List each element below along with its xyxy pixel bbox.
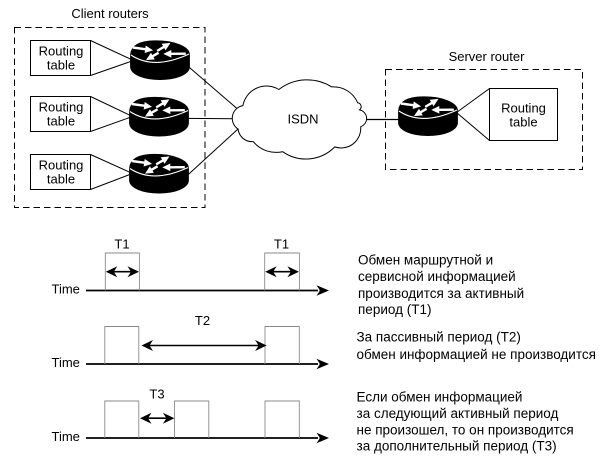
svg-text:ISDN: ISDN: [287, 112, 318, 127]
svg-text:за дополнительный период (Т3): за дополнительный период (Т3): [357, 438, 557, 453]
svg-text:Client routers: Client routers: [71, 6, 149, 21]
svg-text:table: table: [47, 58, 75, 73]
svg-text:не произошел, то он производит: не произошел, то он производится: [357, 422, 574, 437]
svg-text:T1: T1: [114, 236, 129, 251]
svg-text:Обмен маршрутной и: Обмен маршрутной и: [358, 253, 493, 268]
svg-text:период (Т1): период (Т1): [358, 302, 431, 317]
svg-text:производится за активный: производится за активный: [358, 286, 524, 301]
svg-text:Если обмен информацией: Если обмен информацией: [357, 390, 523, 405]
svg-text:Time: Time: [52, 355, 80, 370]
svg-text:table: table: [47, 172, 75, 187]
svg-text:T3: T3: [149, 386, 164, 401]
svg-text:Routing: Routing: [501, 101, 546, 116]
svg-text:T2: T2: [195, 313, 210, 328]
svg-text:T1: T1: [274, 236, 289, 251]
svg-text:обмен информацией не производи: обмен информацией не производится: [357, 347, 596, 362]
svg-text:Server router: Server router: [449, 49, 526, 64]
svg-text:Routing: Routing: [39, 158, 84, 173]
svg-text:Time: Time: [52, 282, 80, 297]
svg-text:table: table: [509, 115, 537, 130]
svg-text:За пассивный период (Т2): За пассивный период (Т2): [357, 330, 521, 345]
svg-text:Time: Time: [52, 429, 80, 444]
svg-text:Routing: Routing: [39, 44, 84, 59]
svg-text:table: table: [47, 114, 75, 129]
svg-text:Routing: Routing: [39, 100, 84, 115]
svg-text:за следующий активный период: за следующий активный период: [357, 406, 559, 421]
svg-text:сервисной информацией: сервисной информацией: [358, 269, 516, 284]
